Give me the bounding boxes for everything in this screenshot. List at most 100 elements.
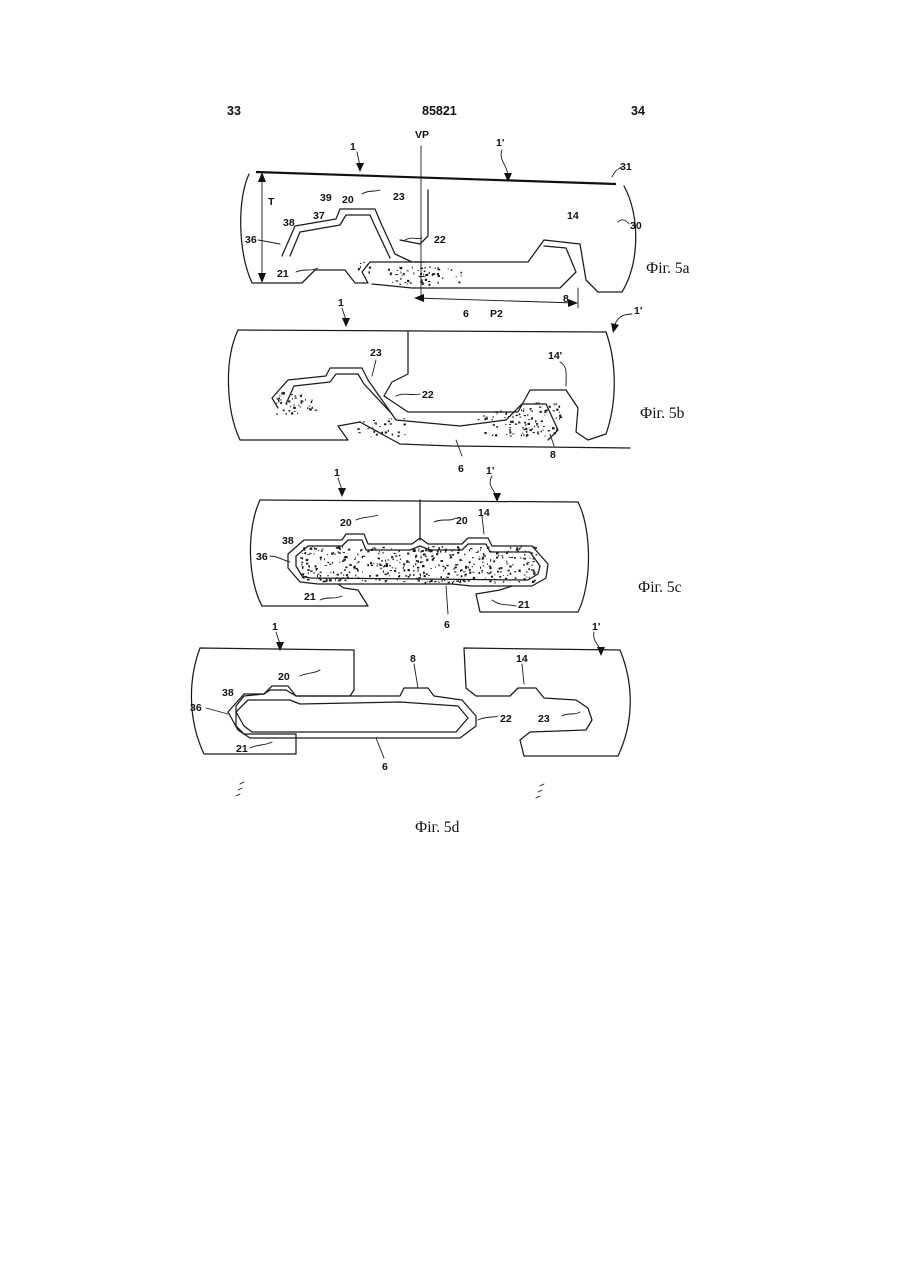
stipple-speck xyxy=(385,432,387,434)
stipple-speck xyxy=(423,553,426,555)
stipple-speck xyxy=(495,581,496,583)
stipple-speck xyxy=(498,555,499,556)
stipple-speck xyxy=(502,556,503,558)
stipple-speck xyxy=(461,275,462,276)
stipple-speck xyxy=(500,411,501,413)
stipple-speck xyxy=(454,571,456,572)
stipple-speck xyxy=(489,581,491,583)
leader-36-5d xyxy=(206,708,228,714)
label-8-5b: 8 xyxy=(550,449,556,461)
stipple-speck xyxy=(491,576,493,578)
stipple-speck xyxy=(357,554,358,555)
stipple-speck xyxy=(360,550,361,552)
stipple-speck xyxy=(536,423,538,425)
stipple-speck xyxy=(404,569,406,571)
leader-36-5c xyxy=(270,556,290,562)
scan-mark-left xyxy=(236,782,244,796)
stipple-speck xyxy=(338,546,340,548)
stipple-speck xyxy=(385,580,388,581)
stipple-speck xyxy=(343,574,344,576)
stipple-speck xyxy=(341,572,342,574)
stipple-speck xyxy=(554,432,556,434)
stipple-speck xyxy=(371,436,372,437)
stipple-speck xyxy=(294,411,296,412)
stipple-speck xyxy=(376,579,377,580)
stipple-speck xyxy=(490,551,491,553)
stipple-speck xyxy=(518,422,520,424)
stipple-speck xyxy=(344,570,345,572)
stipple-speck xyxy=(478,558,480,559)
stipple-speck xyxy=(302,557,303,559)
label-39: 39 xyxy=(320,192,332,204)
caption-fig-5a: Фіг. 5a xyxy=(646,260,690,277)
stipple-speck xyxy=(413,565,414,567)
stipple-speck xyxy=(494,579,495,581)
stipple-speck xyxy=(430,568,431,569)
stipple-speck xyxy=(543,426,545,427)
stipple-speck xyxy=(532,581,534,583)
stipple-speck xyxy=(399,551,400,553)
stipple-speck xyxy=(473,577,475,579)
stipple-speck xyxy=(507,575,508,576)
stipple-speck xyxy=(333,552,334,554)
stipple-speck xyxy=(320,575,321,577)
stipple-speck xyxy=(513,416,514,418)
stipple-speck xyxy=(438,275,440,277)
stipple-speck xyxy=(309,553,311,554)
label-6-5a: 6 xyxy=(463,308,469,320)
stipple-speck xyxy=(453,549,455,550)
label-14-5a: 14 xyxy=(567,210,579,222)
stipple-speck xyxy=(528,428,529,429)
stipple-speck xyxy=(418,550,419,551)
stipple-speck xyxy=(418,577,420,578)
stipple-speck xyxy=(526,563,528,564)
stipple-speck xyxy=(301,401,303,402)
stipple-speck xyxy=(390,423,392,424)
label-22-5a: 22 xyxy=(434,234,446,246)
stipple-speck xyxy=(342,577,344,579)
stipple-speck xyxy=(479,556,480,557)
stipple-speck xyxy=(500,571,501,573)
stipple-speck xyxy=(536,554,538,556)
stipple-speck xyxy=(392,567,393,568)
stipple-speck xyxy=(361,549,363,551)
leader-22-5d xyxy=(478,716,498,720)
stipple-speck xyxy=(312,400,313,401)
stipple-speck xyxy=(357,569,359,571)
stipple-speck xyxy=(428,547,429,549)
stipple-speck xyxy=(394,570,396,572)
stipple-speck xyxy=(452,550,453,552)
leader-8-5d xyxy=(414,664,418,688)
leader-14p-5b xyxy=(560,362,566,386)
stipple-speck xyxy=(413,272,414,274)
label-1-5a: 1 xyxy=(350,141,356,153)
stipple-speck xyxy=(497,571,499,573)
stipple-speck xyxy=(398,431,400,433)
stipple-speck xyxy=(536,402,538,404)
stipple-speck xyxy=(523,579,524,581)
stipple-speck xyxy=(482,572,483,573)
stipple-speck xyxy=(343,552,345,553)
stipple-speck xyxy=(523,410,524,412)
stipple-speck xyxy=(302,553,303,554)
stipple-speck xyxy=(456,575,458,576)
stipple-speck xyxy=(277,397,278,398)
stipple-speck xyxy=(413,550,415,552)
stipple-speck xyxy=(380,426,382,427)
stipple-speck xyxy=(431,580,433,582)
stipple-speck xyxy=(482,562,484,563)
stipple-speck xyxy=(374,548,376,549)
leader-21a-5c xyxy=(320,596,342,600)
stipple-speck xyxy=(281,399,282,401)
stipple-speck xyxy=(386,565,388,567)
stipple-speck xyxy=(300,557,302,558)
stipple-speck xyxy=(438,547,440,549)
stipple-speck xyxy=(372,427,373,429)
stipple-speck xyxy=(488,573,489,575)
stipple-speck xyxy=(508,570,510,572)
stipple-speck xyxy=(307,407,308,409)
stipple-speck xyxy=(548,430,551,431)
stipple-speck xyxy=(499,576,501,578)
stipple-speck xyxy=(529,408,531,409)
stipple-speck xyxy=(286,413,287,415)
